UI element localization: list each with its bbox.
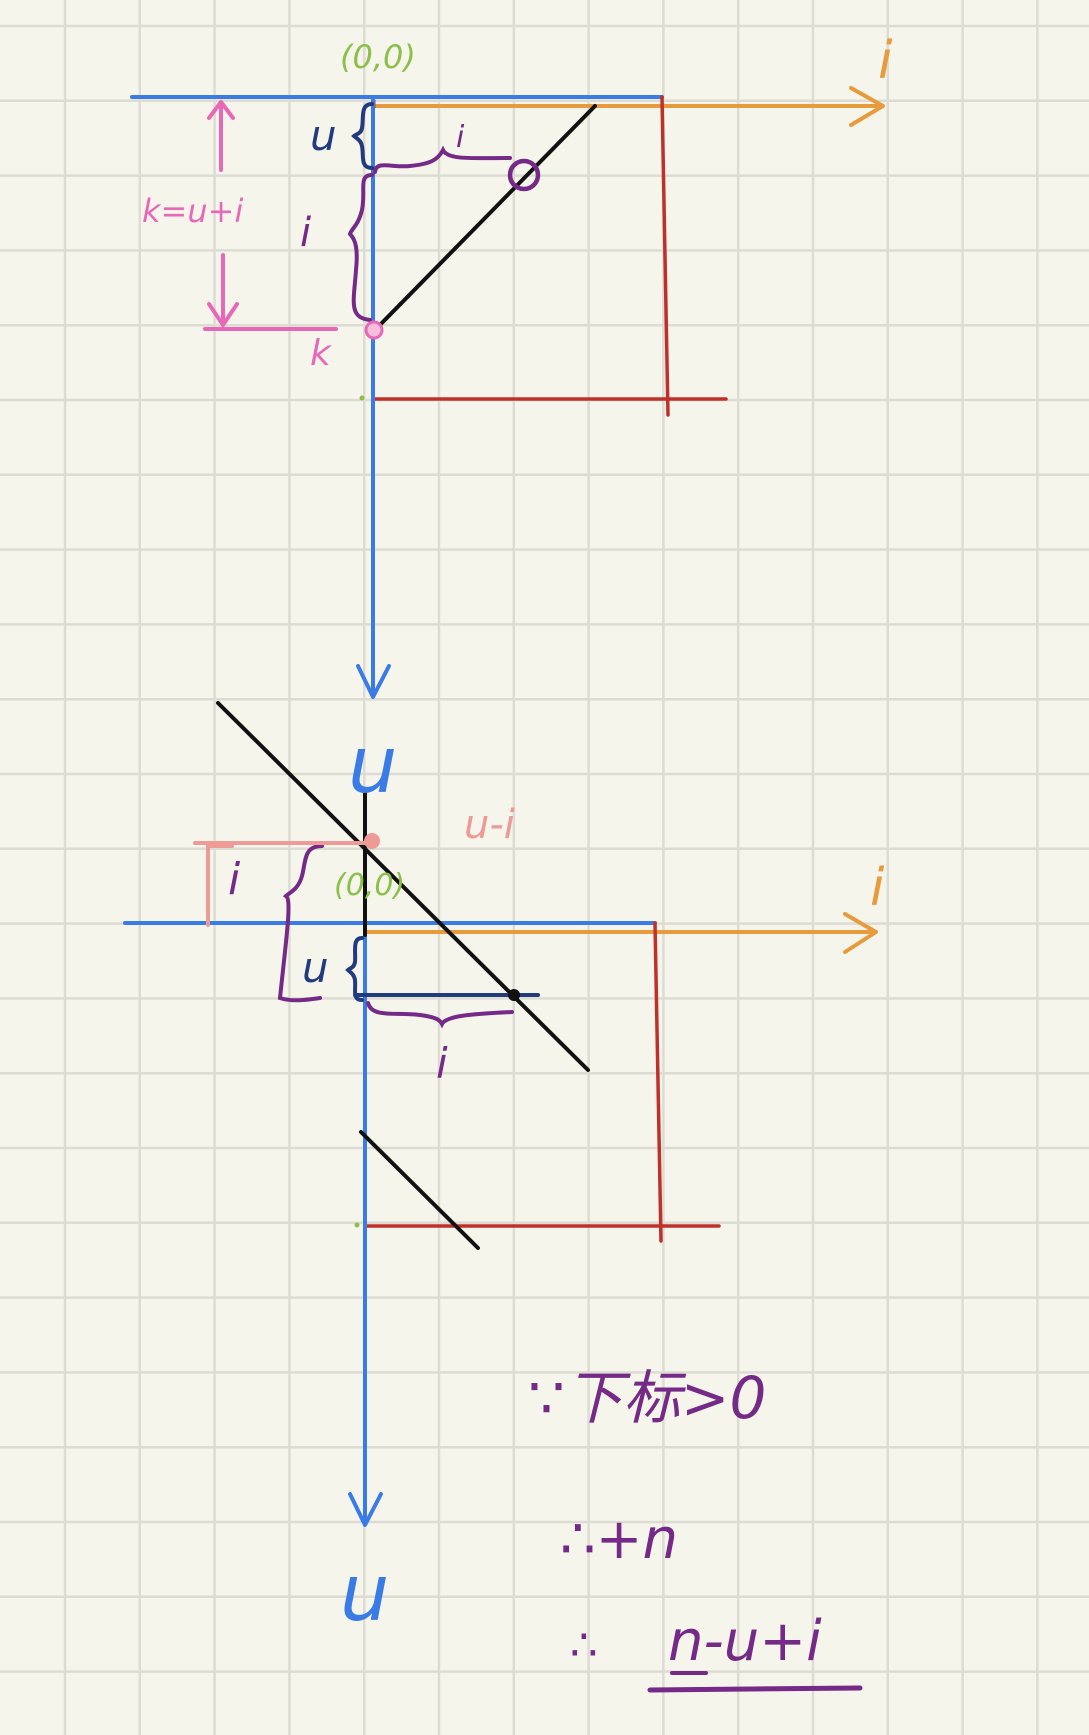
top-k-point: [364, 320, 384, 340]
bottom-diagram: u u-i i (0,0) i u i u: [123, 701, 885, 1639]
bottom-intersection-point: [508, 989, 520, 1001]
bottom-u-minus-i-point: [364, 833, 380, 849]
bottom-left-brace: [277, 844, 324, 1003]
bottom-axis-u-top-label: u: [348, 721, 397, 811]
top-i-axis-label: i: [878, 31, 893, 91]
top-k-formula: k=u+i: [142, 192, 243, 230]
top-circled-point: [507, 158, 541, 192]
bottom-diagonal-line-lower: [359, 1130, 480, 1250]
top-u-brace-label: u: [310, 111, 337, 160]
top-origin-label: (0,0): [340, 38, 416, 76]
top-diagram: (0,0) i u i i k=u+i k: [130, 31, 893, 699]
top-red-box: [660, 95, 670, 417]
bottom-u-minus-i-label: u-i: [464, 802, 515, 848]
bottom-i-axis-arrowhead: [843, 912, 878, 954]
top-i-brace: [373, 145, 512, 174]
top-i-vertical-label: i: [300, 210, 311, 256]
top-k-label: k: [310, 333, 333, 374]
bottom-u-brace: [345, 936, 364, 1002]
bottom-origin-dot: [354, 1222, 360, 1228]
note-line-3-prefix: ∴: [570, 1620, 598, 1671]
bottom-i-axis-label: i: [870, 858, 885, 918]
bottom-i-brace-label: i: [436, 1039, 448, 1088]
top-diagonal-line: [373, 104, 597, 332]
top-i-vertical-brace: [347, 173, 374, 322]
bottom-u-axis-arrowhead: [348, 1492, 383, 1527]
bottom-i-up-label: i: [228, 854, 241, 905]
bottom-u-brace-label: u: [302, 943, 329, 992]
top-i-axis-arrowhead: [849, 86, 885, 127]
handwritten-notes: ∵下标>0 ∴+n ∴ n-u+i: [528, 1364, 863, 1693]
top-k-up-arrowhead: [207, 100, 235, 120]
top-origin-dot: [359, 395, 365, 401]
top-k-down-arrowhead: [207, 302, 239, 327]
top-i-brace-label: i: [456, 120, 465, 155]
bottom-i-brace: [366, 1001, 514, 1029]
top-u-brace: [351, 102, 374, 170]
note-formula-underline: [647, 1685, 863, 1693]
note-line-3-formula: n-u+i: [668, 1609, 822, 1674]
top-u-axis-arrowhead: [356, 664, 391, 699]
note-line-1: ∵下标>0: [528, 1364, 766, 1432]
bottom-axis-u-label: u: [340, 1549, 389, 1639]
bottom-origin-label: (0,0): [334, 868, 405, 903]
note-line-2: ∴+n: [560, 1507, 678, 1572]
bottom-diagonal-line: [216, 701, 590, 1072]
bottom-red-box: [653, 921, 663, 1243]
